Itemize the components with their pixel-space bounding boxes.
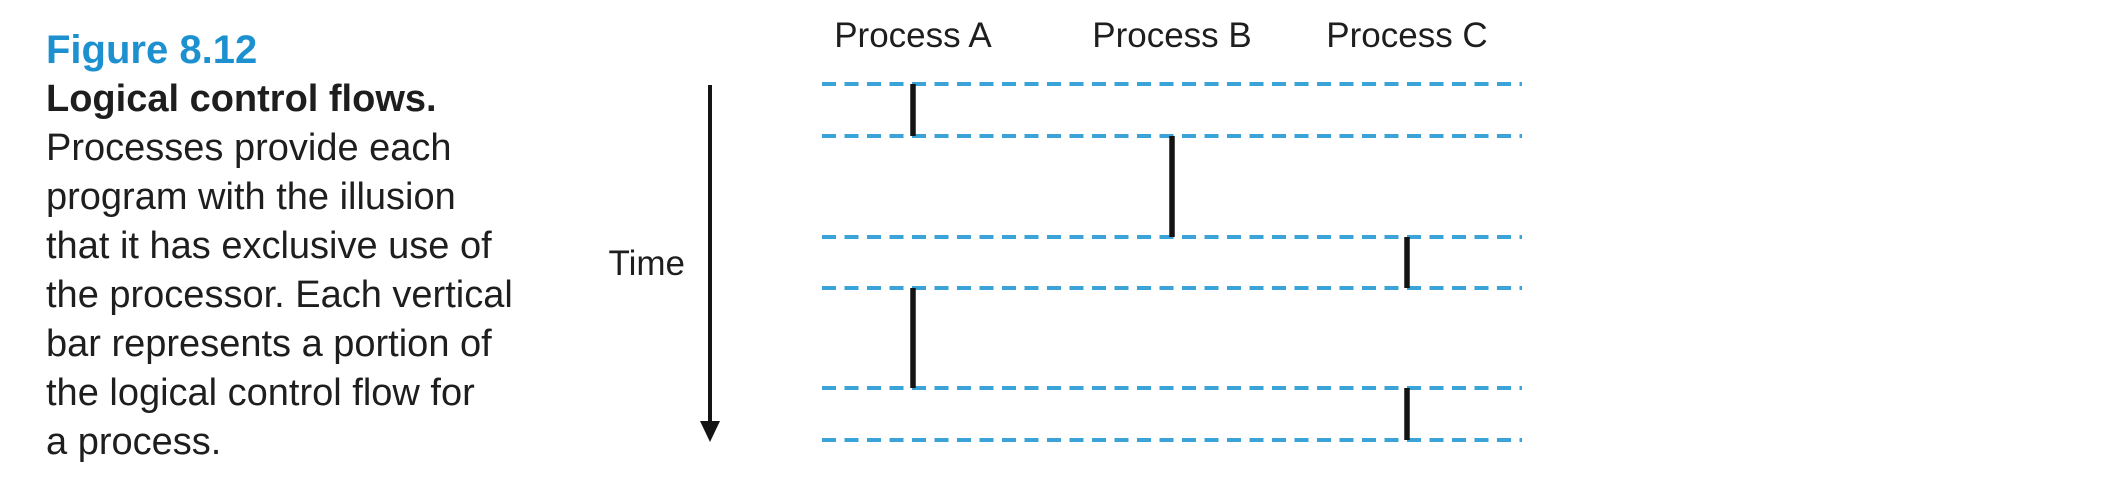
caption-line: bar represents a portion of: [46, 323, 492, 365]
caption-line: a process.: [46, 421, 222, 463]
process-label-b: Process B: [1092, 16, 1252, 55]
figure-caption: Figure 8.12 Logical control flows. Proce…: [46, 26, 526, 467]
caption-line: the processor. Each vertical: [46, 274, 513, 316]
caption-line: program with the illusion: [46, 176, 456, 218]
time-arrow-head-icon: [700, 421, 720, 442]
figure-number: Figure 8.12: [46, 28, 258, 72]
caption-line: that it has exclusive use of: [46, 225, 492, 267]
caption-line: Processes provide each: [46, 127, 452, 169]
figure-title: Logical control flows.: [46, 78, 437, 120]
caption-line: the logical control flow for: [46, 372, 475, 414]
time-axis-label: Time: [608, 244, 685, 283]
figure-caption-body: Processes provide each program with the i…: [46, 124, 526, 467]
process-label-a: Process A: [834, 16, 992, 55]
process-label-c: Process C: [1326, 16, 1488, 55]
